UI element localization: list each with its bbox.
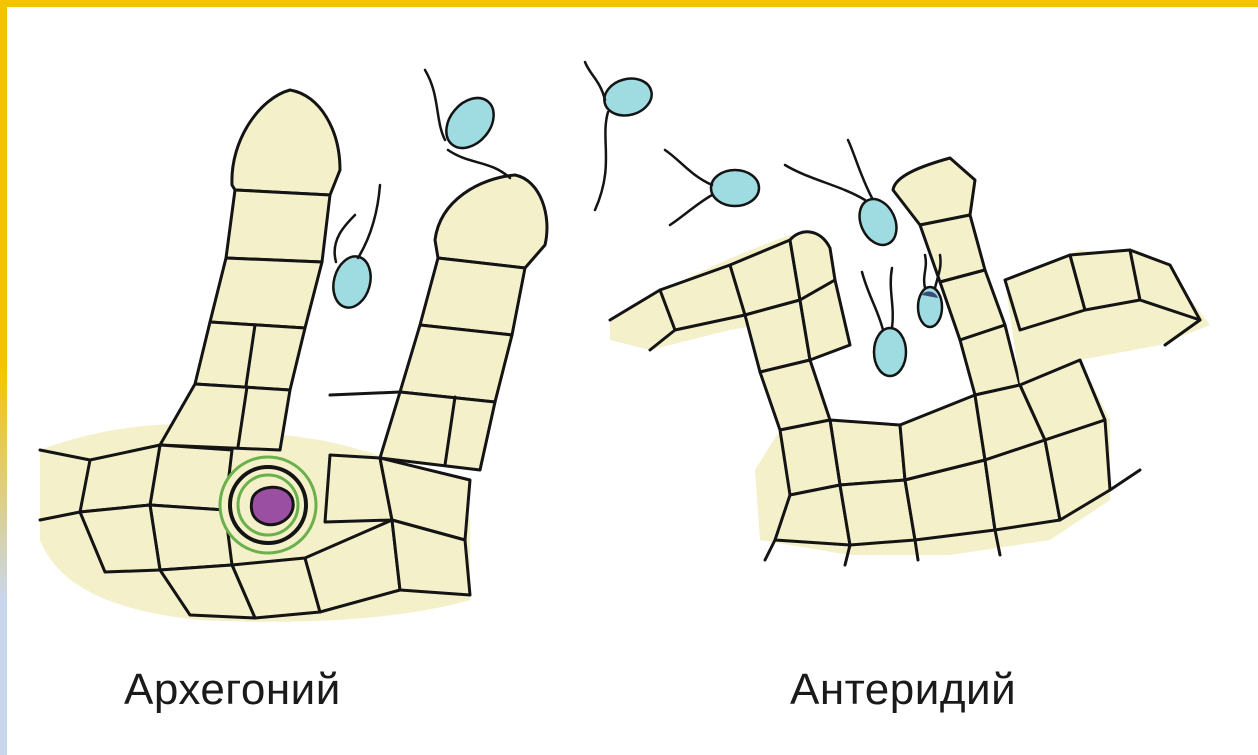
neck-cell [160, 384, 290, 450]
neck-cell-wall [330, 392, 400, 395]
antheridium-cell [760, 360, 830, 430]
archegonium [40, 90, 547, 622]
antheridium-cell [830, 420, 905, 485]
neck-cell [400, 325, 512, 402]
sperm-cell [425, 70, 510, 178]
tissue-edge [1110, 470, 1140, 490]
sperm-cell [665, 150, 759, 225]
tissue-edge [765, 540, 775, 560]
sperm-cell [585, 62, 656, 210]
neck-cell [232, 90, 340, 195]
antheridium-cell [780, 420, 840, 495]
sperm-cell [862, 268, 906, 376]
antheridium-cell [840, 480, 915, 545]
neck-cell [210, 258, 322, 328]
antheridium-label: Антеридий [790, 668, 1016, 712]
archegonium-label: Архегоний [124, 668, 341, 712]
antheridium-cell [960, 325, 1020, 395]
neck-cell [226, 190, 330, 262]
neck-cell [435, 175, 547, 268]
sperm-cell [328, 185, 380, 312]
neck-cell [420, 258, 525, 335]
egg-cell [220, 457, 316, 553]
antheridium [610, 158, 1210, 565]
neck-cell [380, 392, 495, 470]
